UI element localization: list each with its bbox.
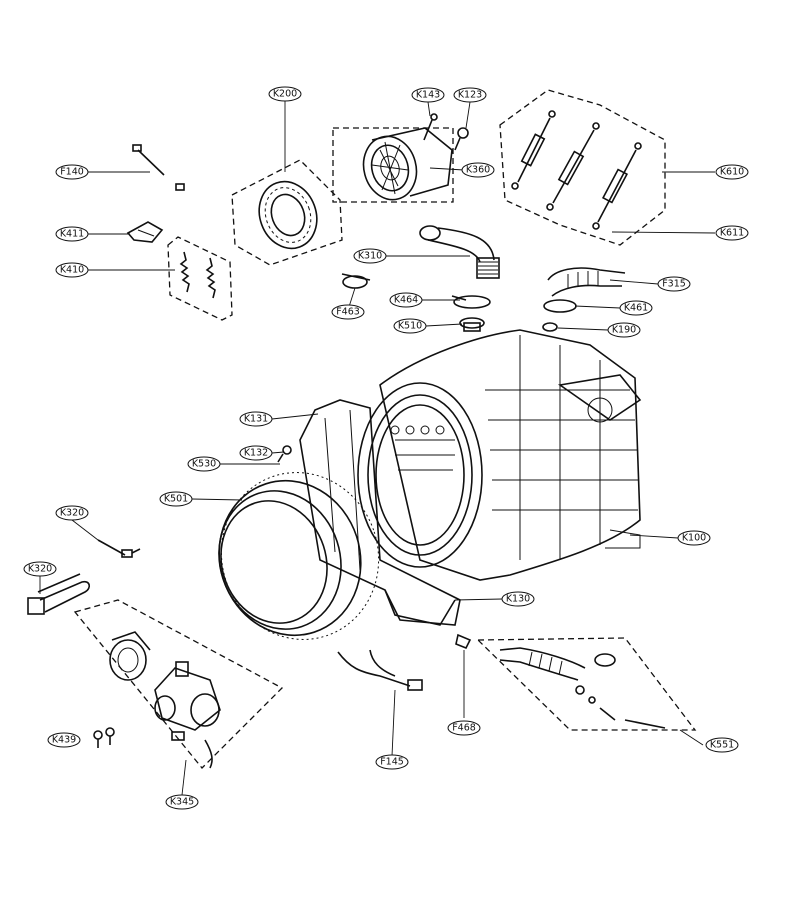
pump-group xyxy=(73,599,284,769)
svg-text:K530: K530 xyxy=(192,459,216,470)
tub-assembly xyxy=(357,329,642,581)
callout-f468: F468 xyxy=(447,720,481,736)
callout-k100: K100 xyxy=(677,530,711,546)
spider-hub-group xyxy=(231,159,343,266)
svg-text:K131: K131 xyxy=(244,414,268,425)
svg-text:F463: F463 xyxy=(336,307,360,318)
callout-k130: K130 xyxy=(501,591,535,607)
callout-k611: K611 xyxy=(715,225,749,241)
shock-absorber-3 xyxy=(592,142,642,230)
svg-text:K320: K320 xyxy=(60,508,84,519)
shock-absorber-2 xyxy=(546,122,600,211)
svg-text:K190: K190 xyxy=(612,325,636,336)
svg-text:F468: F468 xyxy=(452,723,476,734)
pump-filter-part xyxy=(109,631,151,681)
drain-bellows-part xyxy=(499,647,586,681)
svg-text:K132: K132 xyxy=(244,448,268,459)
svg-text:K130: K130 xyxy=(506,594,530,605)
cap-k190 xyxy=(542,322,558,332)
svg-text:F145: F145 xyxy=(380,757,404,768)
callout-k464: K464 xyxy=(389,292,423,308)
clip-f468 xyxy=(455,633,472,650)
callout-f463: F463 xyxy=(331,304,365,320)
callout-k320-heater: K320 xyxy=(23,561,57,577)
clamp-ring-f463 xyxy=(341,273,371,289)
svg-text:K610: K610 xyxy=(720,167,744,178)
svg-text:K360: K360 xyxy=(466,165,490,176)
clamp-ring-k461 xyxy=(543,299,577,313)
heater-part-k320 xyxy=(27,573,91,615)
svg-text:F315: F315 xyxy=(662,279,686,290)
svg-text:K200: K200 xyxy=(273,89,297,100)
callout-k310: K310 xyxy=(353,248,387,264)
stator-bolt xyxy=(423,113,438,141)
callout-k320-sensor: K320 xyxy=(55,505,89,521)
rotor-part xyxy=(362,127,453,201)
svg-text:K320: K320 xyxy=(28,564,52,575)
callout-k551: K551 xyxy=(705,737,739,753)
callout-k411: K411 xyxy=(55,226,89,242)
svg-text:K501: K501 xyxy=(164,494,188,505)
svg-text:K439: K439 xyxy=(52,735,76,746)
svg-text:K410: K410 xyxy=(60,265,84,276)
callout-k131: K131 xyxy=(239,411,273,427)
svg-text:K464: K464 xyxy=(394,295,418,306)
callout-k345: K345 xyxy=(165,794,199,810)
connector-pin-part xyxy=(132,144,185,191)
pump-housing-part xyxy=(154,661,221,731)
callout-k510: K510 xyxy=(393,318,427,334)
callout-k461: K461 xyxy=(619,300,653,316)
screws-k439 xyxy=(93,727,115,748)
callout-k143: K143 xyxy=(411,87,445,103)
callout-f145: F145 xyxy=(375,754,409,770)
spider-hub-part xyxy=(258,180,318,250)
screw-k132 xyxy=(277,445,292,463)
bracket-part xyxy=(126,221,164,243)
door-gasket xyxy=(218,472,380,640)
svg-text:K461: K461 xyxy=(624,303,648,314)
svg-text:K510: K510 xyxy=(398,321,422,332)
wire-harness-part xyxy=(337,649,423,691)
shock-absorber-group xyxy=(499,89,666,246)
callout-k200: K200 xyxy=(268,86,302,102)
rotor-bolt xyxy=(454,127,469,151)
drain-hose-group xyxy=(476,637,697,731)
callout-k190: K190 xyxy=(607,322,641,338)
rotor-group xyxy=(332,113,469,203)
callout-k439: K439 xyxy=(47,732,81,748)
svg-text:F140: F140 xyxy=(60,167,84,178)
svg-text:K100: K100 xyxy=(682,533,706,544)
drain-clamp-part xyxy=(594,653,616,667)
callout-k410: K410 xyxy=(55,262,89,278)
callout-k501: K501 xyxy=(159,491,193,507)
svg-text:K123: K123 xyxy=(458,90,482,101)
pump-wire-part xyxy=(171,731,213,769)
svg-text:K411: K411 xyxy=(60,229,84,240)
svg-text:K611: K611 xyxy=(720,228,744,239)
callout-k610: K610 xyxy=(715,164,749,180)
shock-absorber-1 xyxy=(511,110,556,190)
bellows-part xyxy=(547,267,626,297)
svg-text:K551: K551 xyxy=(710,740,734,751)
callout-k123: K123 xyxy=(453,87,487,103)
callout-k360: K360 xyxy=(461,162,495,178)
callout-f315: F315 xyxy=(657,276,691,292)
cap-k510 xyxy=(459,317,485,332)
drain-hose-part xyxy=(419,225,500,279)
callout-f140: F140 xyxy=(55,164,89,180)
svg-text:K143: K143 xyxy=(416,90,440,101)
drain-screws-part xyxy=(575,685,666,729)
svg-text:K310: K310 xyxy=(358,251,382,262)
callout-k530: K530 xyxy=(187,456,221,472)
sensor-part-k320 xyxy=(97,539,141,558)
callout-k132: K132 xyxy=(239,445,273,461)
springs-group xyxy=(167,236,233,321)
clamp-ring-k464 xyxy=(451,295,491,309)
front-tub-frame xyxy=(299,399,461,626)
leader-lines xyxy=(39,101,716,796)
svg-text:K345: K345 xyxy=(170,797,194,808)
